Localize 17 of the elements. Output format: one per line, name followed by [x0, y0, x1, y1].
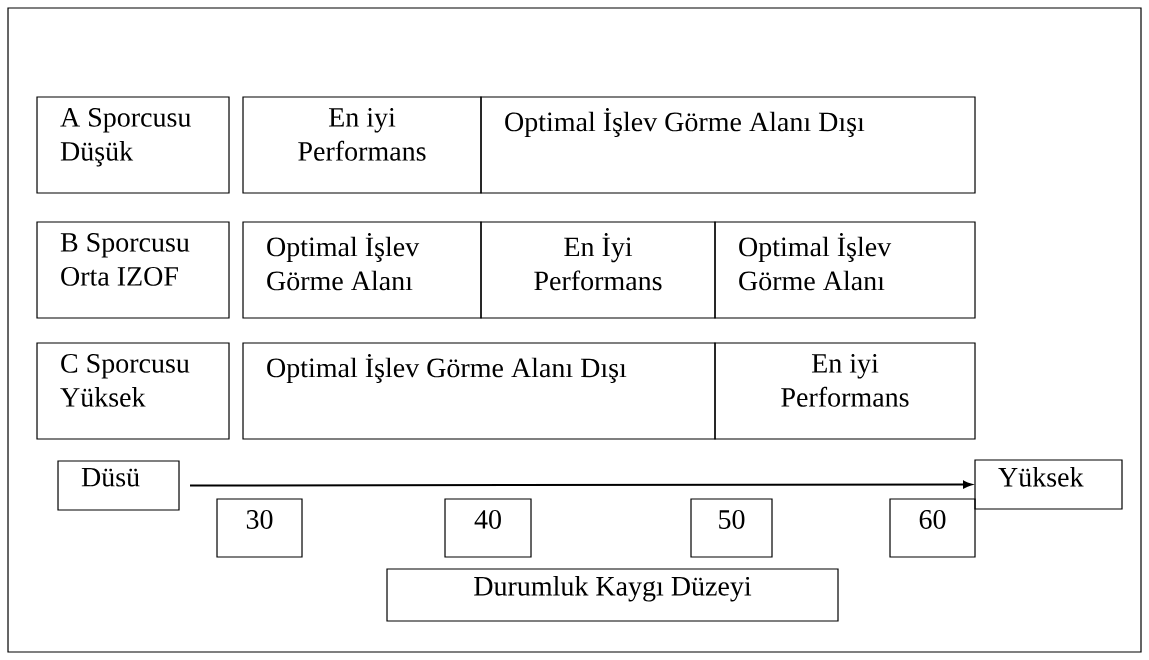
tick-value-box: 60	[889, 498, 976, 558]
athlete-label-box: B Sporcusu Orta IZOF	[36, 221, 230, 319]
zone-cell: En iyi Performans	[242, 96, 482, 194]
zone-cell: Optimal İşlev Görme Alanı	[714, 221, 976, 319]
zone-cell: En iyi Performans	[714, 342, 976, 440]
tick-value-box: 40	[444, 498, 532, 558]
tick-value-box: 30	[216, 498, 303, 558]
athlete-label-box: C Sporcusu Yüksek	[36, 342, 230, 440]
axis-title-box: Durumluk Kaygı Düzeyi	[386, 568, 839, 622]
axis-end-box: Yüksek	[974, 459, 1123, 510]
zone-cell: Optimal İşlev Görme Alanı	[242, 221, 482, 319]
axis-end-box: Düsü	[57, 460, 180, 511]
athlete-label-box: A Sporcusu Düşük	[36, 96, 230, 194]
zone-cell: Optimal İşlev Görme Alanı Dışı	[242, 342, 716, 440]
zone-cell: Optimal İşlev Görme Alanı Dışı	[480, 96, 976, 194]
zone-cell: En İyi Performans	[480, 221, 716, 319]
tick-value-box: 50	[690, 498, 773, 558]
